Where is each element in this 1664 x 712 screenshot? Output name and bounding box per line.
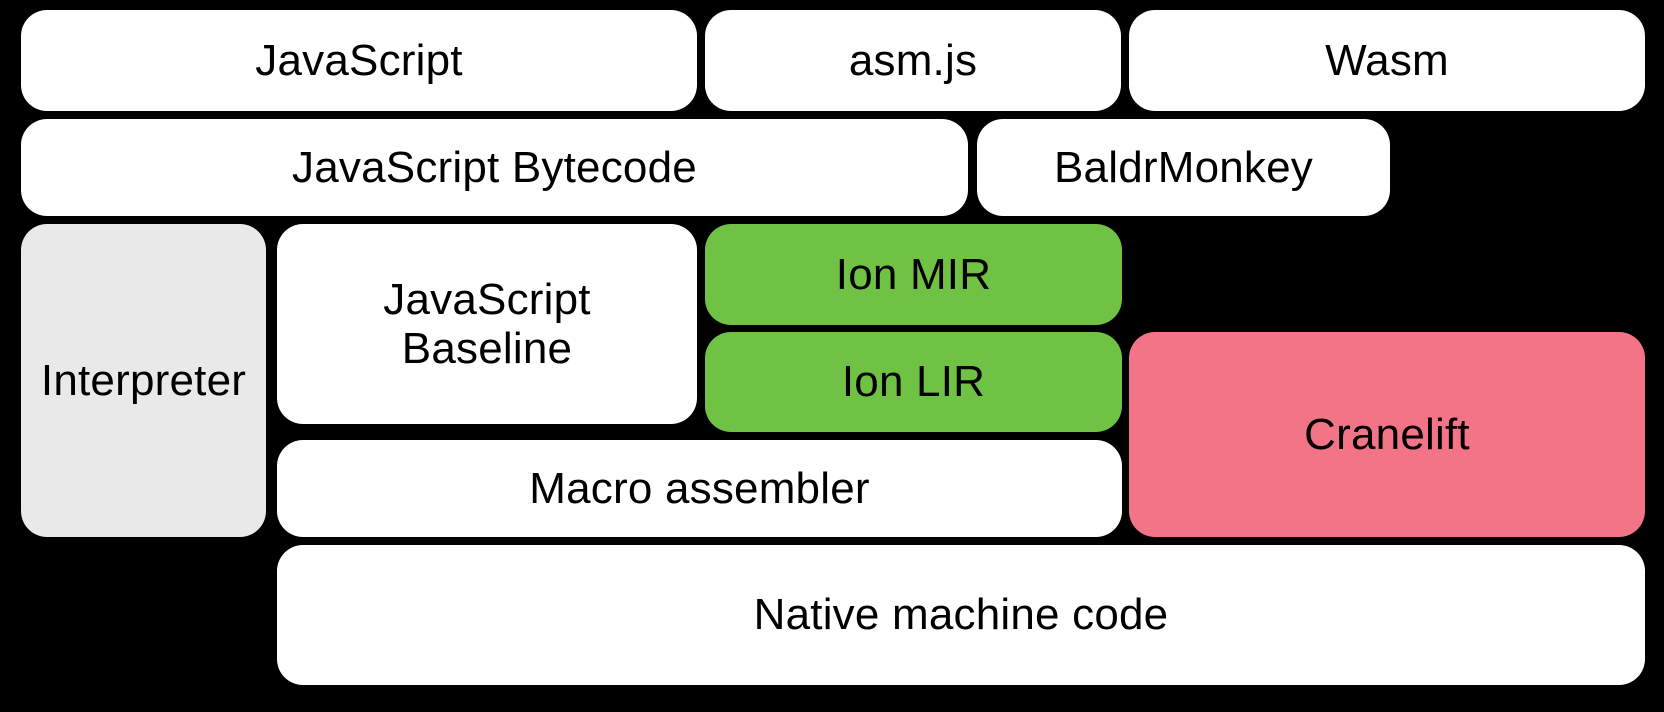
node-native-machine-code: Native machine code: [277, 545, 1645, 685]
node-javascript: JavaScript: [21, 10, 697, 111]
node-javascript-baseline: JavaScript Baseline: [277, 224, 697, 424]
node-javascript-bytecode: JavaScript Bytecode: [21, 119, 968, 216]
node-asm-js: asm.js: [705, 10, 1121, 111]
node-baldrmonkey: BaldrMonkey: [977, 119, 1390, 216]
node-ion-lir: Ion LIR: [705, 332, 1122, 432]
node-wasm: Wasm: [1129, 10, 1645, 111]
node-macro-assembler: Macro assembler: [277, 440, 1122, 537]
node-interpreter: Interpreter: [21, 224, 266, 537]
node-ion-mir: Ion MIR: [705, 224, 1122, 325]
node-cranelift: Cranelift: [1129, 332, 1645, 537]
